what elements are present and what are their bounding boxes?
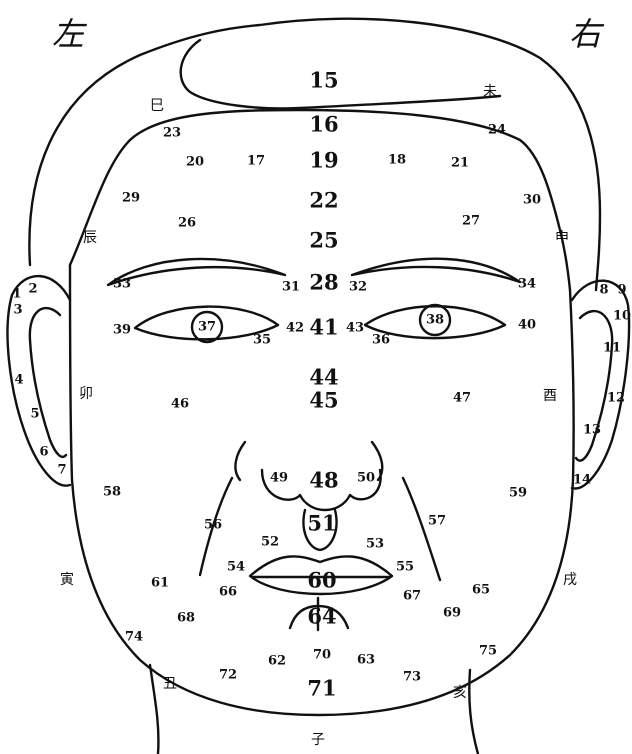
label-right-corner: 右: [569, 18, 601, 50]
point-60: 60: [307, 570, 336, 591]
nose-bridge-left: [235, 442, 245, 480]
point-65: 65: [472, 584, 490, 597]
point-51: 51: [307, 513, 336, 534]
point-56: 56: [204, 519, 222, 532]
point-74: 74: [125, 631, 143, 644]
point-28: 28: [309, 272, 338, 293]
point-58: 58: [103, 486, 121, 499]
point-43: 43: [346, 322, 364, 335]
point-5: 5: [30, 408, 39, 421]
point-63: 63: [357, 654, 375, 667]
point-10: 10: [613, 310, 631, 323]
point-75: 75: [479, 645, 497, 658]
brow-left: [108, 259, 285, 285]
branch-hai: 亥: [453, 686, 467, 700]
point-61: 61: [151, 577, 169, 590]
branch-si: 巳: [150, 99, 164, 113]
point-19: 19: [309, 150, 338, 171]
point-24: 24: [488, 124, 506, 137]
point-20: 20: [186, 156, 204, 169]
point-31: 31: [282, 281, 300, 294]
point-49: 49: [270, 472, 288, 485]
hair-fold: [181, 40, 500, 108]
point-36: 36: [372, 334, 390, 347]
point-9: 9: [617, 284, 626, 297]
point-52: 52: [261, 536, 279, 549]
point-72: 72: [219, 669, 237, 682]
branch-xu: 戌: [563, 573, 577, 587]
branch-you: 酉: [543, 389, 557, 403]
point-3: 3: [13, 304, 22, 317]
point-23: 23: [163, 127, 181, 140]
point-29: 29: [122, 192, 140, 205]
point-37: 37: [198, 321, 216, 334]
point-7: 7: [57, 464, 66, 477]
point-33: 33: [113, 278, 131, 291]
point-8: 8: [599, 284, 608, 297]
point-54: 54: [227, 561, 245, 574]
branch-mao: 卯: [79, 387, 93, 401]
point-41: 41: [309, 317, 338, 338]
point-34: 34: [518, 278, 536, 291]
ear-left-inner: [30, 308, 66, 457]
point-15: 15: [309, 70, 338, 91]
point-11: 11: [603, 342, 621, 355]
point-59: 59: [509, 487, 527, 500]
branch-yin: 寅: [60, 573, 74, 587]
point-55: 55: [396, 561, 414, 574]
point-44: 44: [309, 367, 338, 388]
branch-wei: 未: [483, 85, 497, 99]
point-53: 53: [366, 538, 384, 551]
branch-zi: 子: [311, 733, 325, 747]
point-57: 57: [428, 515, 446, 528]
point-6: 6: [39, 446, 48, 459]
label-left-corner: 左: [52, 18, 84, 50]
brow-right: [352, 259, 520, 282]
point-66: 66: [219, 586, 237, 599]
point-40: 40: [518, 319, 536, 332]
branch-chen: 辰: [83, 231, 97, 245]
ear-right-inner: [576, 311, 612, 461]
point-39: 39: [113, 324, 131, 337]
point-17: 17: [247, 155, 265, 168]
point-50: 50: [357, 472, 375, 485]
point-25: 25: [309, 230, 338, 251]
point-30: 30: [523, 194, 541, 207]
point-27: 27: [462, 215, 480, 228]
point-12: 12: [607, 392, 625, 405]
point-73: 73: [403, 671, 421, 684]
point-64: 64: [307, 606, 336, 627]
point-68: 68: [177, 612, 195, 625]
point-38: 38: [426, 314, 444, 327]
point-13: 13: [583, 424, 601, 437]
point-62: 62: [268, 655, 286, 668]
point-45: 45: [309, 390, 338, 411]
point-21: 21: [451, 157, 469, 170]
point-48: 48: [309, 470, 338, 491]
point-2: 2: [28, 283, 37, 296]
point-16: 16: [309, 114, 338, 135]
neck-left: [150, 665, 158, 754]
neck-right: [469, 670, 478, 754]
point-26: 26: [178, 217, 196, 230]
point-70: 70: [313, 649, 331, 662]
point-69: 69: [443, 607, 461, 620]
point-42: 42: [286, 322, 304, 335]
point-71: 71: [307, 678, 336, 699]
point-14: 14: [573, 474, 591, 487]
point-1: 1: [12, 288, 21, 301]
point-32: 32: [349, 281, 367, 294]
point-47: 47: [453, 392, 471, 405]
branch-shen: 申: [555, 231, 569, 245]
point-22: 22: [309, 190, 338, 211]
branch-chou: 丑: [163, 677, 177, 691]
point-35: 35: [253, 334, 271, 347]
point-46: 46: [171, 398, 189, 411]
point-18: 18: [388, 154, 406, 167]
point-67: 67: [403, 590, 421, 603]
point-4: 4: [14, 374, 23, 387]
